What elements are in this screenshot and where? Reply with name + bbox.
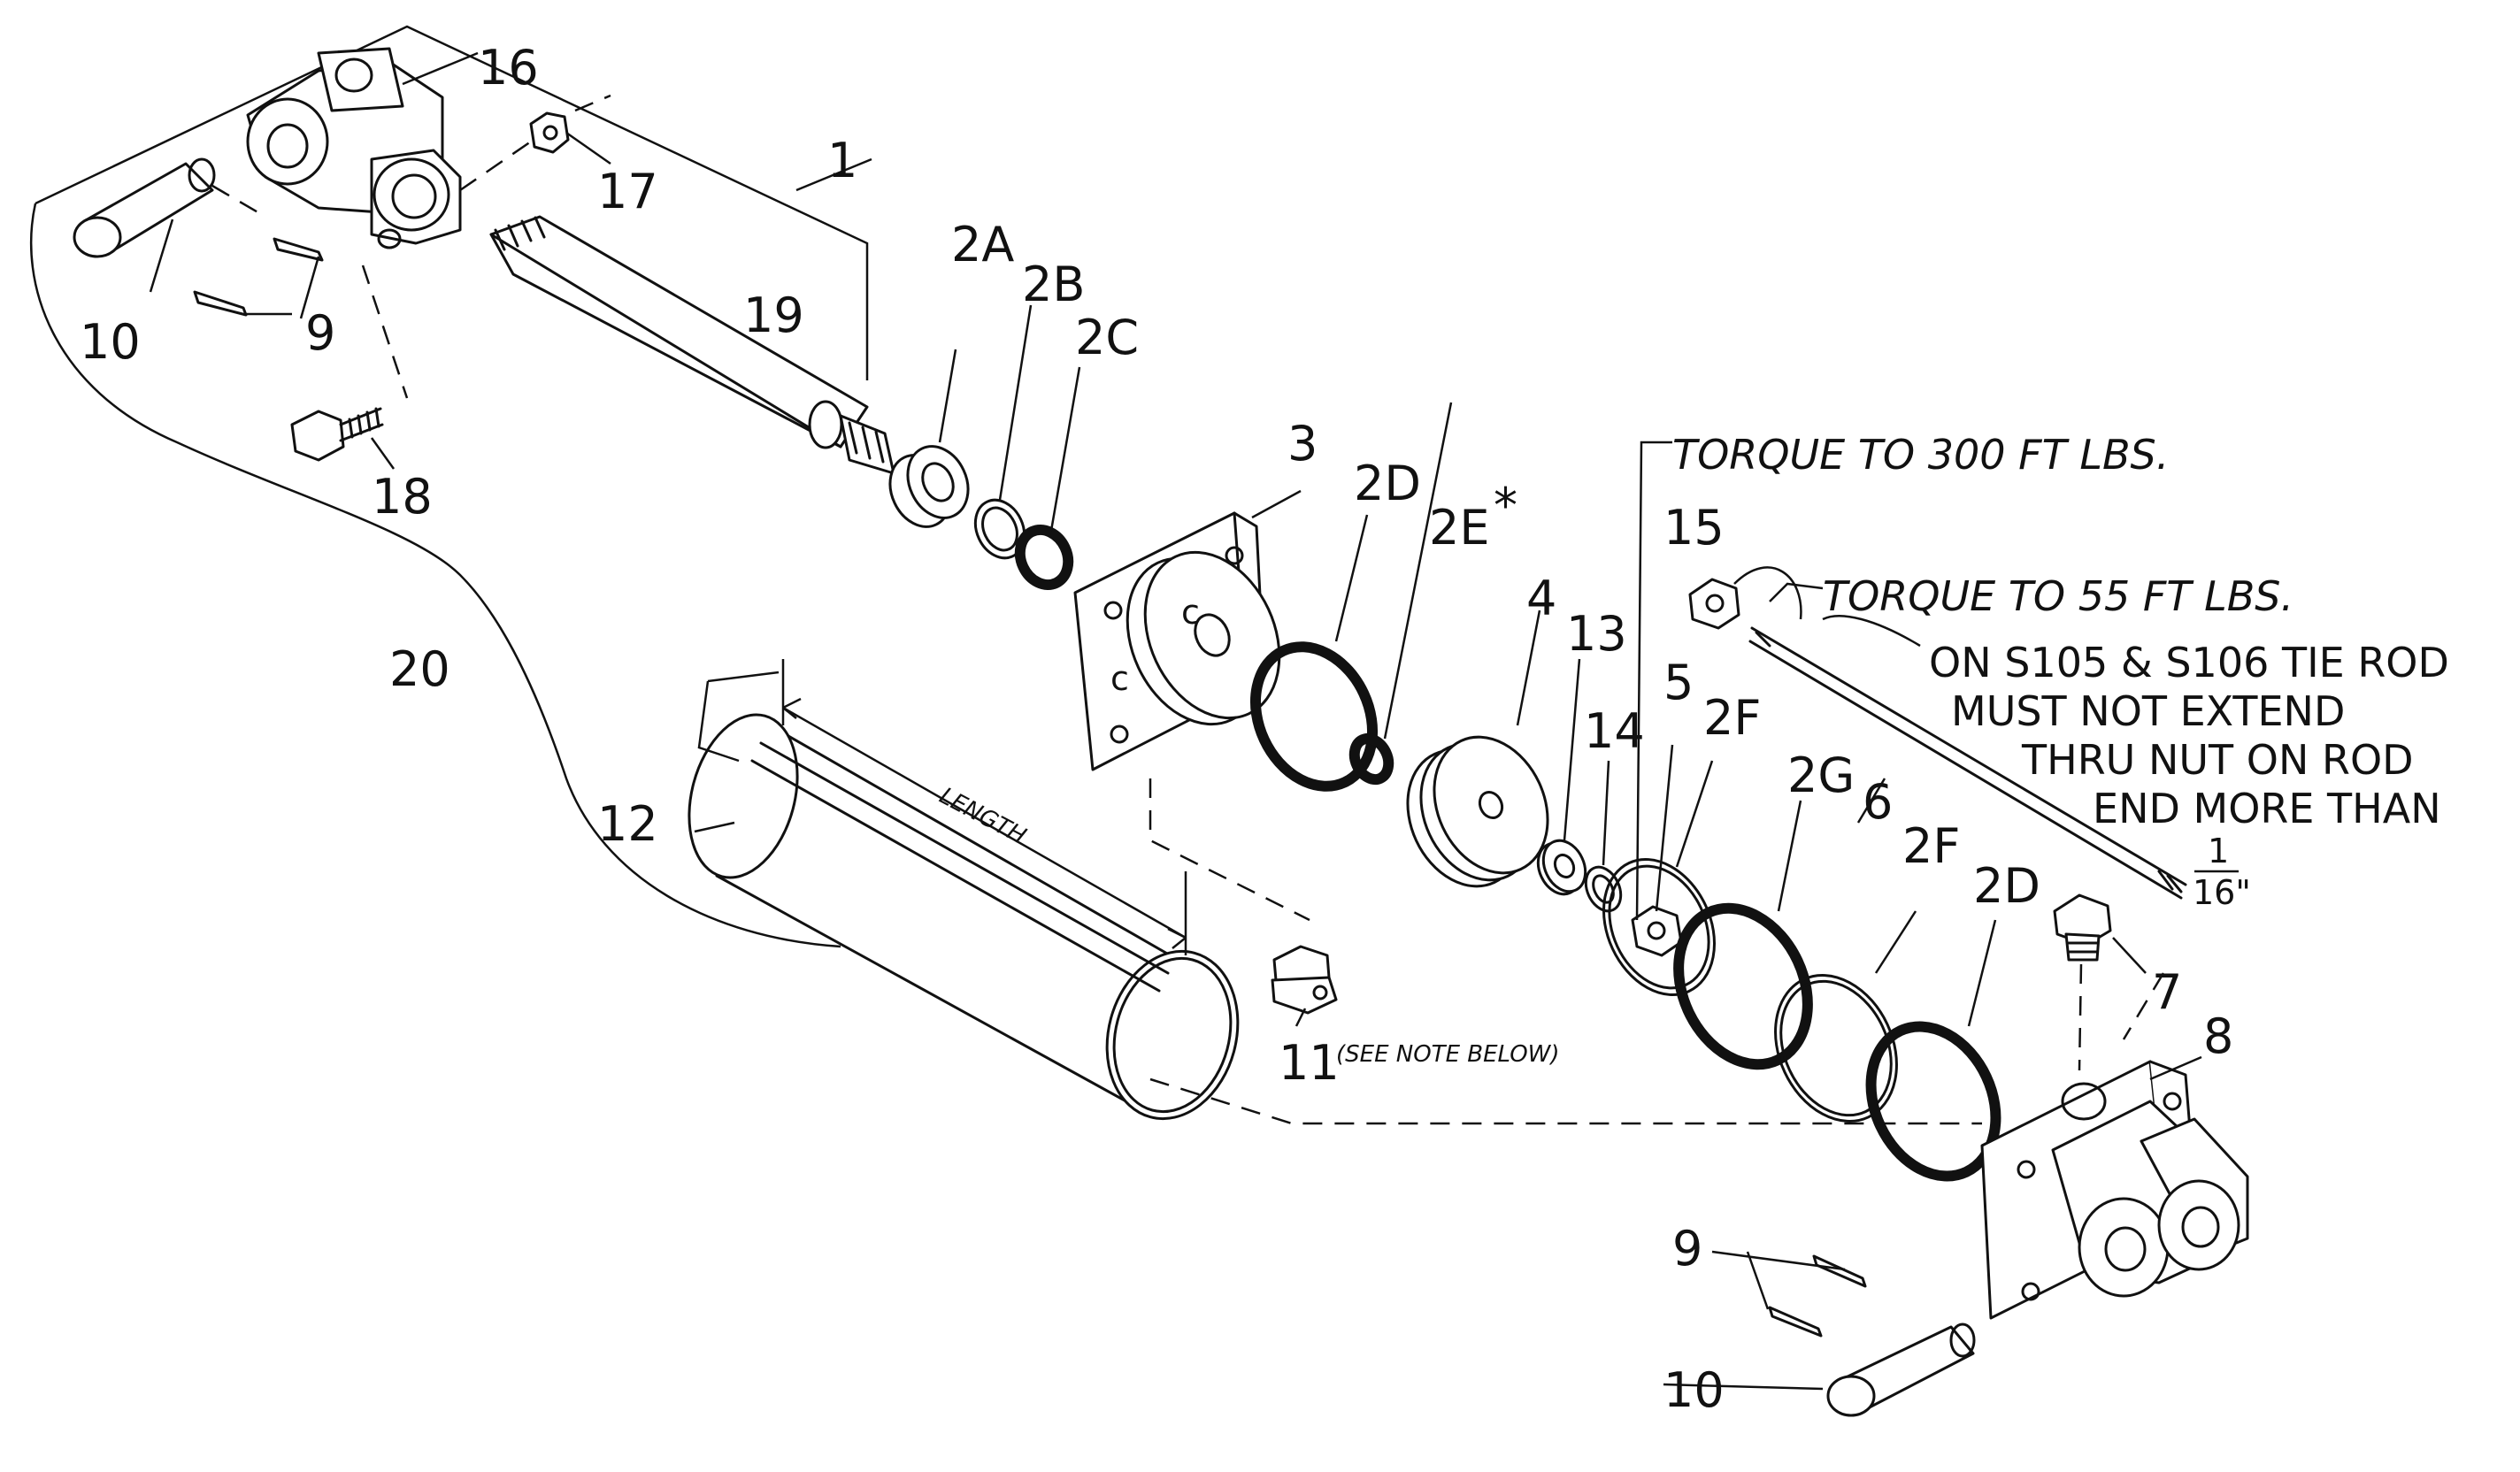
callout-2b: 2B [1022,257,1085,312]
callout-2f-b: 2F [1902,818,1960,874]
rod-o-ring-2c [1014,524,1074,591]
callout-17: 17 [597,164,658,219]
bolt-part [290,407,384,462]
rod-clevis-part [246,47,462,249]
callout-18: 18 [372,469,433,525]
cotter-pin-part-top [193,237,324,317]
cotter-pin-part-bottom [1768,1254,1867,1338]
piston-rod-part [489,215,895,475]
rod-seal-ring-2b [973,498,1026,560]
tie-rod-note-line-4: END MORE THAN [2093,785,2441,832]
rod-bushing-part [888,445,970,528]
backup-ring-2f-a [1602,857,1716,997]
front-head-part: c c [1073,511,1281,771]
tie-rod-part [1748,626,2187,900]
callout-2c: 2C [1075,310,1139,365]
tie-rod-nut-part [1688,578,1740,630]
callout-15: 15 [1663,500,1725,556]
o-ring-2e [1348,732,1394,786]
callout-2f-a: 2F [1703,690,1761,746]
jam-nut-part [529,111,570,154]
rear-cap-part [1980,1060,2249,1320]
callout-11: 11 [1279,1035,1340,1091]
o-ring-2d-top [1249,641,1379,792]
washer-part [1536,839,1587,896]
piston-part [1406,735,1549,888]
tie-rod-note-line-3: THRU NUT ON ROD [2021,736,2414,784]
callout-9-bottom: 9 [1672,1221,1702,1276]
o-ring-2g [1673,902,1813,1070]
callout-2d-bottom: 2D [1973,858,2040,914]
tie-rod-note-line-1: ON S105 & S106 TIE ROD [1929,639,2449,686]
callout-2a: 2A [951,217,1014,272]
cylinder-tube-part [688,713,1240,1121]
callout-12: 12 [597,796,658,852]
callout-7: 7 [2152,964,2182,1020]
fraction-numerator: 1 [2208,832,2229,870]
torque-300-note: TORQUE TO 300 FT LBS. [1672,431,2169,479]
clevis-pin-part-top [73,157,216,258]
callout-2d-top: 2D [1354,456,1421,511]
callout-14: 14 [1584,703,1645,759]
see-note-label: (SEE NOTE BELOW) [1336,1041,1560,1068]
callout-4: 4 [1526,571,1556,626]
callout-20: 20 [389,641,450,697]
callout-5: 5 [1663,655,1694,710]
piston-nut-part [1631,905,1683,957]
callout-13: 13 [1566,606,1627,662]
callout-2e: 2E [1429,500,1489,556]
svg-text:c: c [1181,593,1200,632]
clevis-pin-part-bottom [1826,1322,1976,1417]
callout-6: 6 [1863,774,1893,830]
kit-20-outline [29,25,869,948]
callout-3: 3 [1287,416,1318,472]
callout-8: 8 [2203,1008,2233,1064]
callout-19: 19 [743,288,804,343]
fraction-denominator: 16" [2193,873,2251,912]
callout-2g: 2G [1787,748,1855,803]
plug-part [2053,893,2112,962]
callout-16: 16 [478,40,539,96]
torque-55-note: TORQUE TO 55 FT LBS. [1823,572,2293,620]
callout-10-top: 10 [80,314,141,370]
fitting-part [1271,945,1338,1015]
callout-2e-star: * [1494,478,1517,533]
callout-9-top: 9 [305,305,335,361]
o-ring-2d-bottom [1865,1021,2001,1182]
svg-text:c: c [1110,659,1129,698]
callout-1: 1 [827,133,857,188]
callout-10-bottom: 10 [1663,1362,1725,1418]
tie-rod-note-line-2: MUST NOT EXTEND [1951,687,2345,735]
backup-ring-2f-b [1774,973,1898,1123]
